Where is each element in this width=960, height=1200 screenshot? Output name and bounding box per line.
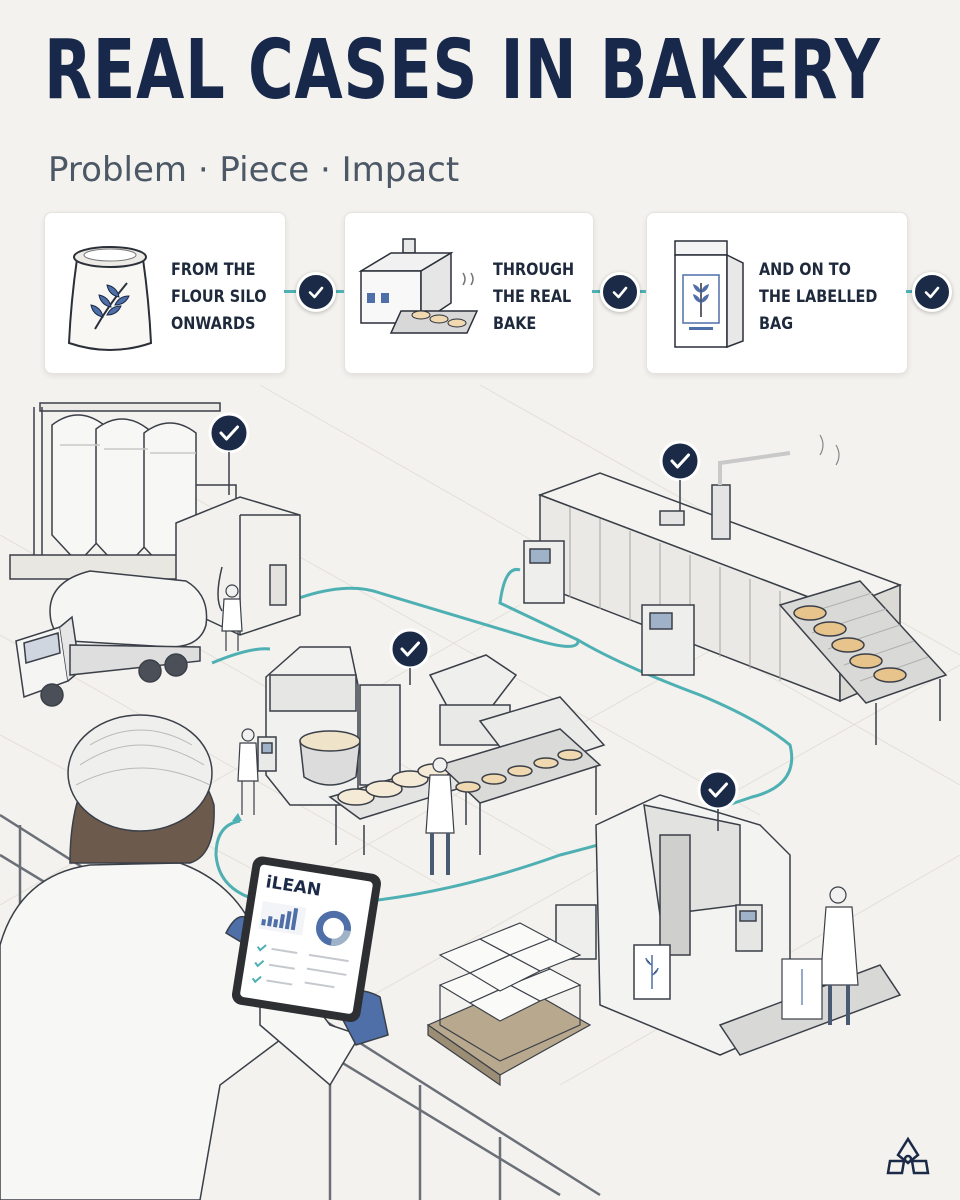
- check-icon: [296, 272, 336, 312]
- check-icon: [697, 769, 739, 811]
- step-3-line-3: BAG: [759, 314, 794, 334]
- page-subtitle: Problem · Piece · Impact: [48, 150, 460, 190]
- flour-tanker-truck: [15, 570, 208, 707]
- step-2-line-2: THE REAL: [493, 287, 572, 307]
- step-3-line-2: THE LABELLED: [759, 287, 878, 307]
- step-1-line-2: FLOUR SILO: [171, 287, 267, 307]
- oven-control-panel: [523, 540, 695, 676]
- step-2-line-1: THROUGH: [493, 260, 575, 280]
- step-card-label: FROM THE FLOUR SILO ONWARDS: [171, 257, 267, 338]
- step-card-labelled-bag: AND ON TO THE LABELLED BAG: [646, 212, 908, 374]
- check-icon: [389, 628, 431, 670]
- step-3-line-1: AND ON TO: [759, 260, 851, 280]
- flour-silos: [9, 402, 237, 580]
- step-1-line-1: FROM THE: [171, 260, 256, 280]
- brand-logo-icon: [886, 1136, 930, 1175]
- flour-intake-station: [175, 496, 301, 636]
- tablet-device: iLEAN: [231, 856, 381, 1023]
- bagging-machine: [555, 794, 902, 1056]
- step-2-line-3: BAKE: [493, 314, 537, 334]
- step-card-label: THROUGH THE REAL BAKE: [493, 257, 574, 338]
- labelled-bag-icon: [674, 240, 744, 349]
- worker-silo: [221, 584, 243, 651]
- flour-sack-icon: [67, 246, 153, 351]
- check-icon: [208, 412, 250, 454]
- dough-mixer: [257, 646, 401, 806]
- oven-output-conveyor: [778, 580, 948, 745]
- step-card-flour-silo: FROM THE FLOUR SILO ONWARDS: [44, 212, 286, 374]
- worker-divider: [425, 757, 455, 875]
- pallet-of-flour-bags: [426, 922, 592, 1087]
- factory-floor-illustration: iLEAN: [0, 385, 960, 1200]
- step-1-line-3: ONWARDS: [171, 314, 256, 334]
- page-title: REAL CASES IN BAKERY: [44, 23, 881, 118]
- check-icon: [659, 440, 701, 482]
- step-card-label: AND ON TO THE LABELLED BAG: [759, 257, 877, 338]
- step-card-real-bake: THROUGH THE REAL BAKE: [344, 212, 594, 374]
- dough-divider-conveyor: [428, 654, 606, 855]
- worker-packaging: [781, 886, 859, 1025]
- check-icon: [912, 272, 952, 312]
- quality-inspector: [0, 714, 389, 1200]
- check-icon: [600, 272, 640, 312]
- tunnel-oven-icon: [358, 238, 479, 334]
- worker-mixer: [237, 728, 259, 815]
